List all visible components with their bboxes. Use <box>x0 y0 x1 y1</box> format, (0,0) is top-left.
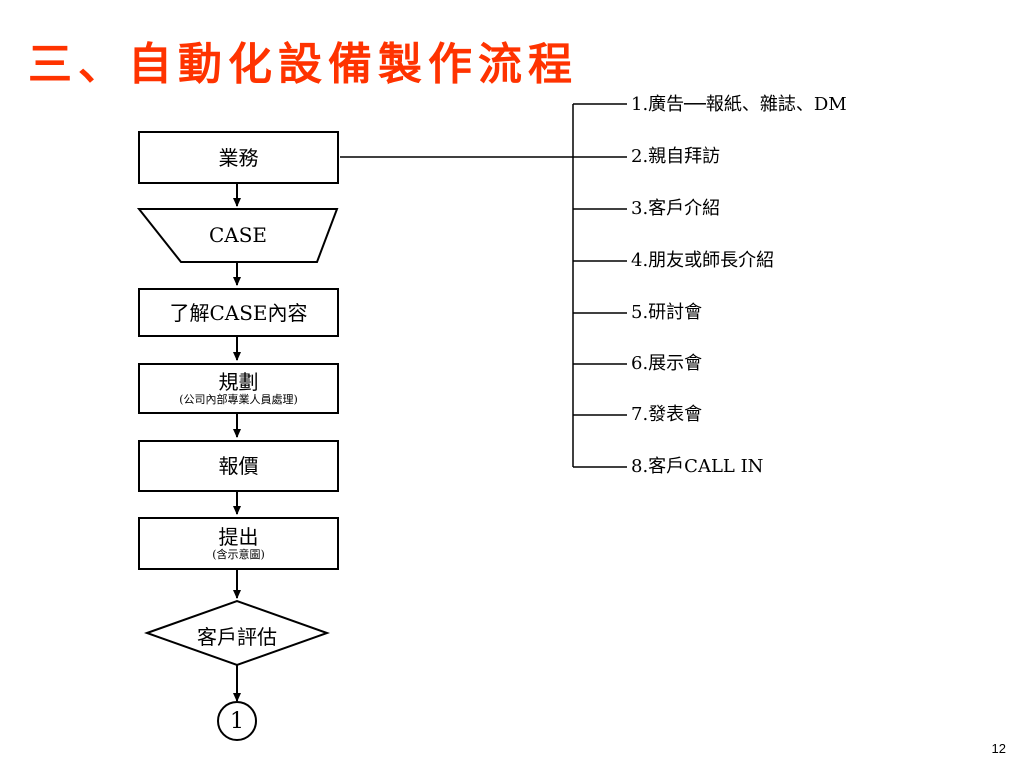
evaluate-diamond <box>144 599 330 667</box>
evaluate-label: 客戶評估 <box>197 625 277 649</box>
source-item-1: 1.廣告──報紙、雜誌、DM <box>631 94 847 115</box>
source-item-6: 6.展示會 <box>631 353 703 374</box>
quote-label: 報價 <box>218 454 259 478</box>
case-label: CASE <box>208 223 268 247</box>
page-number: 12 <box>991 741 1006 756</box>
connector-label: 1 <box>230 709 244 734</box>
business-box: 業務 <box>138 131 339 184</box>
source-item-7: 7.發表會 <box>631 404 703 425</box>
plan-label: 規劃 <box>218 370 259 394</box>
case-trapezoid <box>136 208 339 263</box>
plan-note: (公司內部專業人員處理) <box>179 393 298 406</box>
propose-note: (含示意圖) <box>212 548 265 561</box>
source-item-2: 2.親自拜訪 <box>631 146 721 167</box>
quote-box: 報價 <box>138 440 339 492</box>
source-item-4: 4.朋友或師長介紹 <box>631 250 775 271</box>
source-item-8: 8.客戶CALL IN <box>631 456 764 477</box>
connector-circle <box>217 701 257 741</box>
understand-label: 了解CASE內容 <box>169 300 308 325</box>
propose-box: 提出 (含示意圖) <box>138 517 339 570</box>
business-label: 業務 <box>218 145 259 170</box>
propose-label: 提出 <box>218 525 259 549</box>
understand-box: 了解CASE內容 <box>138 288 339 337</box>
plan-box: 規劃 (公司內部專業人員處理) <box>138 363 339 414</box>
slide-title: 三、自動化設備製作流程 <box>28 39 578 90</box>
source-item-3: 3.客戶介紹 <box>631 198 721 219</box>
source-item-5: 5.研討會 <box>631 302 703 323</box>
